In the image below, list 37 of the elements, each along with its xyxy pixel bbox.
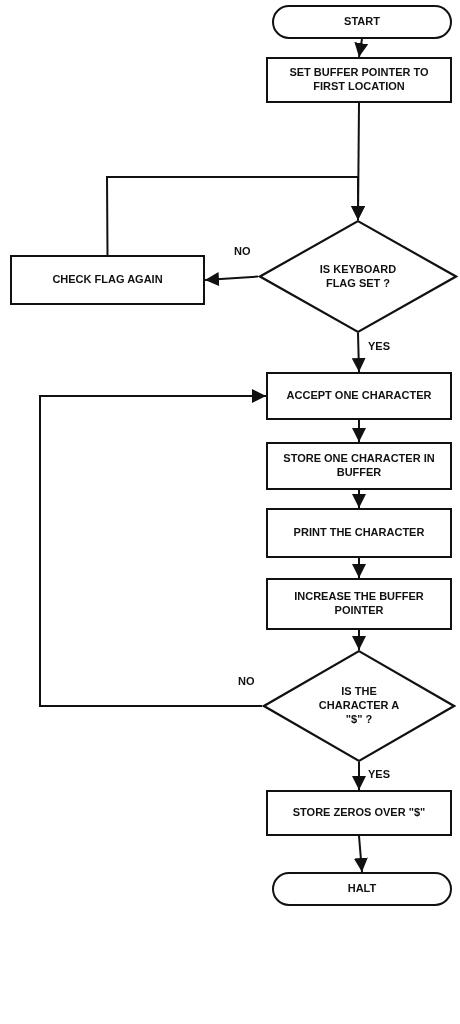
step-text: STORE ZEROS OVER "$": [292, 806, 426, 820]
decision-diamond: [262, 650, 456, 762]
step-text: HALT: [347, 882, 377, 896]
step-text: CHECK FLAG AGAIN: [52, 273, 163, 287]
arrow: [352, 629, 366, 651]
process-box: [266, 57, 452, 103]
decision-diamond: [258, 220, 458, 333]
edge-label: NO: [232, 245, 253, 257]
step-text: PRINT THE CHARACTER: [293, 526, 425, 540]
arrow: [351, 332, 366, 373]
arrow: [352, 489, 366, 509]
terminal-shape: [272, 5, 452, 39]
edge-label: YES: [366, 340, 392, 352]
step-text: STORE ONE CHARACTER IN BUFFER: [282, 452, 436, 480]
decision-text: IS THE CHARACTER A "$" ?: [318, 685, 400, 727]
arrow: [352, 761, 366, 791]
process-box: [266, 508, 452, 558]
arrow: [352, 557, 366, 579]
decision-text: IS KEYBOARD FLAG SET ?: [318, 262, 398, 291]
edge-label: YES: [366, 768, 392, 780]
terminal-shape: [272, 872, 452, 906]
process-box: [10, 255, 205, 305]
arrow: [352, 419, 366, 443]
arrow: [353, 835, 368, 873]
step-text: SET BUFFER POINTER TO FIRST LOCATION: [288, 66, 430, 94]
arrow: [354, 38, 369, 58]
process-box: [266, 442, 452, 490]
edge-label: NO: [236, 675, 257, 687]
process-box: [266, 372, 452, 420]
step-text: START: [344, 15, 380, 29]
process-box: [266, 790, 452, 836]
step-text: INCREASE THE BUFFER POINTER: [293, 590, 425, 618]
process-box: [266, 578, 452, 630]
arrow: [39, 389, 267, 707]
arrow: [106, 176, 365, 256]
step-text: ACCEPT ONE CHARACTER: [286, 389, 432, 403]
arrow: [204, 272, 259, 287]
